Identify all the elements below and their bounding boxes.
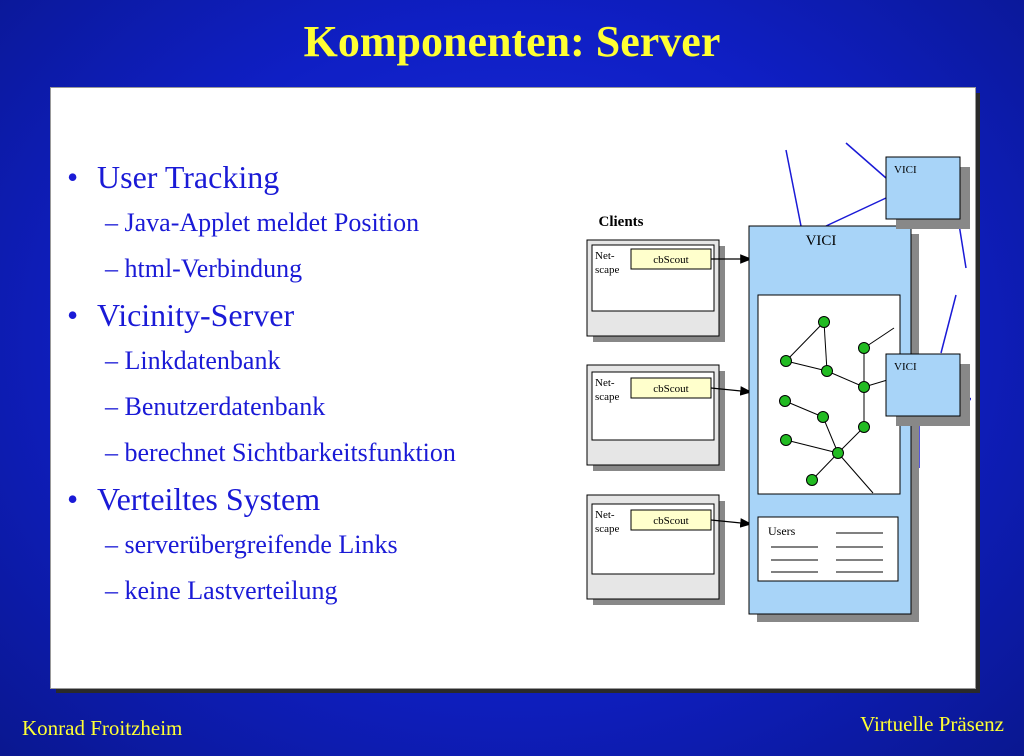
client-3: Net- scape cbScout <box>586 494 753 605</box>
sub-bullet-loadbalance: – keine Lastverteilung <box>105 576 338 605</box>
users-lines <box>771 532 883 573</box>
sub-bullet-visibility: – berechnet Sichtbarkeitsfunktion <box>105 438 456 467</box>
content-panel: User Tracking – Java-Applet meldet Posit… <box>50 87 976 689</box>
link-graph-edges <box>784 321 895 494</box>
users-box <box>757 516 899 582</box>
sub-bullet-applet: – Java-Applet meldet Position <box>105 208 420 237</box>
vici-peer-top: VICI <box>885 156 970 229</box>
vici-peer-bottom-label: VICI <box>894 361 917 373</box>
architecture-diagram: Clients Net- scape cbScout Net- scape cb… <box>586 142 971 622</box>
slide-title: Komponenten: Server <box>303 17 721 66</box>
clients-label: Clients <box>599 214 644 230</box>
vici-server: VICI <box>748 225 919 622</box>
sub-bullet-linkdb: – Linkdatenbank <box>105 346 281 375</box>
sub-bullet-html: – html-Verbindung <box>105 254 303 283</box>
client-3-app-line2: scape <box>595 523 620 535</box>
vici-peer-top-label: VICI <box>894 164 917 176</box>
client-2-scout: cbScout <box>653 383 688 395</box>
bullet-distributed: Verteiltes System <box>59 476 539 522</box>
bullet-vicinity-server: Vicinity-Server <box>59 292 539 338</box>
client-2-app-line1: Net- <box>595 377 615 389</box>
client-1-scout: cbScout <box>653 254 688 266</box>
client-1: Clients Net- scape cbScout <box>586 214 753 342</box>
link-graph-box <box>757 294 901 495</box>
client-2: Net- scape cbScout <box>586 364 753 471</box>
footer-author: Konrad Froitzheim <box>22 716 183 740</box>
sub-bullet-links: – serverübergreifende Links <box>105 530 398 559</box>
client-1-app-line2: scape <box>595 264 620 276</box>
bullet-user-tracking: User Tracking <box>59 154 539 200</box>
vici-peer-bottom: VICI <box>885 353 970 426</box>
client-3-app-line1: Net- <box>595 509 615 521</box>
bullet-list: User Tracking – Java-Applet meldet Posit… <box>59 154 539 614</box>
link-graph-nodes <box>779 316 870 486</box>
vici-server-label: VICI <box>806 233 837 249</box>
sub-bullet-userdb: – Benutzerdatenbank <box>105 392 326 421</box>
footer-course: Virtuelle Präsenz <box>860 712 1004 736</box>
users-label: Users <box>768 524 796 538</box>
client-2-app-line2: scape <box>595 391 620 403</box>
client-3-scout: cbScout <box>653 515 688 527</box>
client-1-app-line1: Net- <box>595 250 615 262</box>
